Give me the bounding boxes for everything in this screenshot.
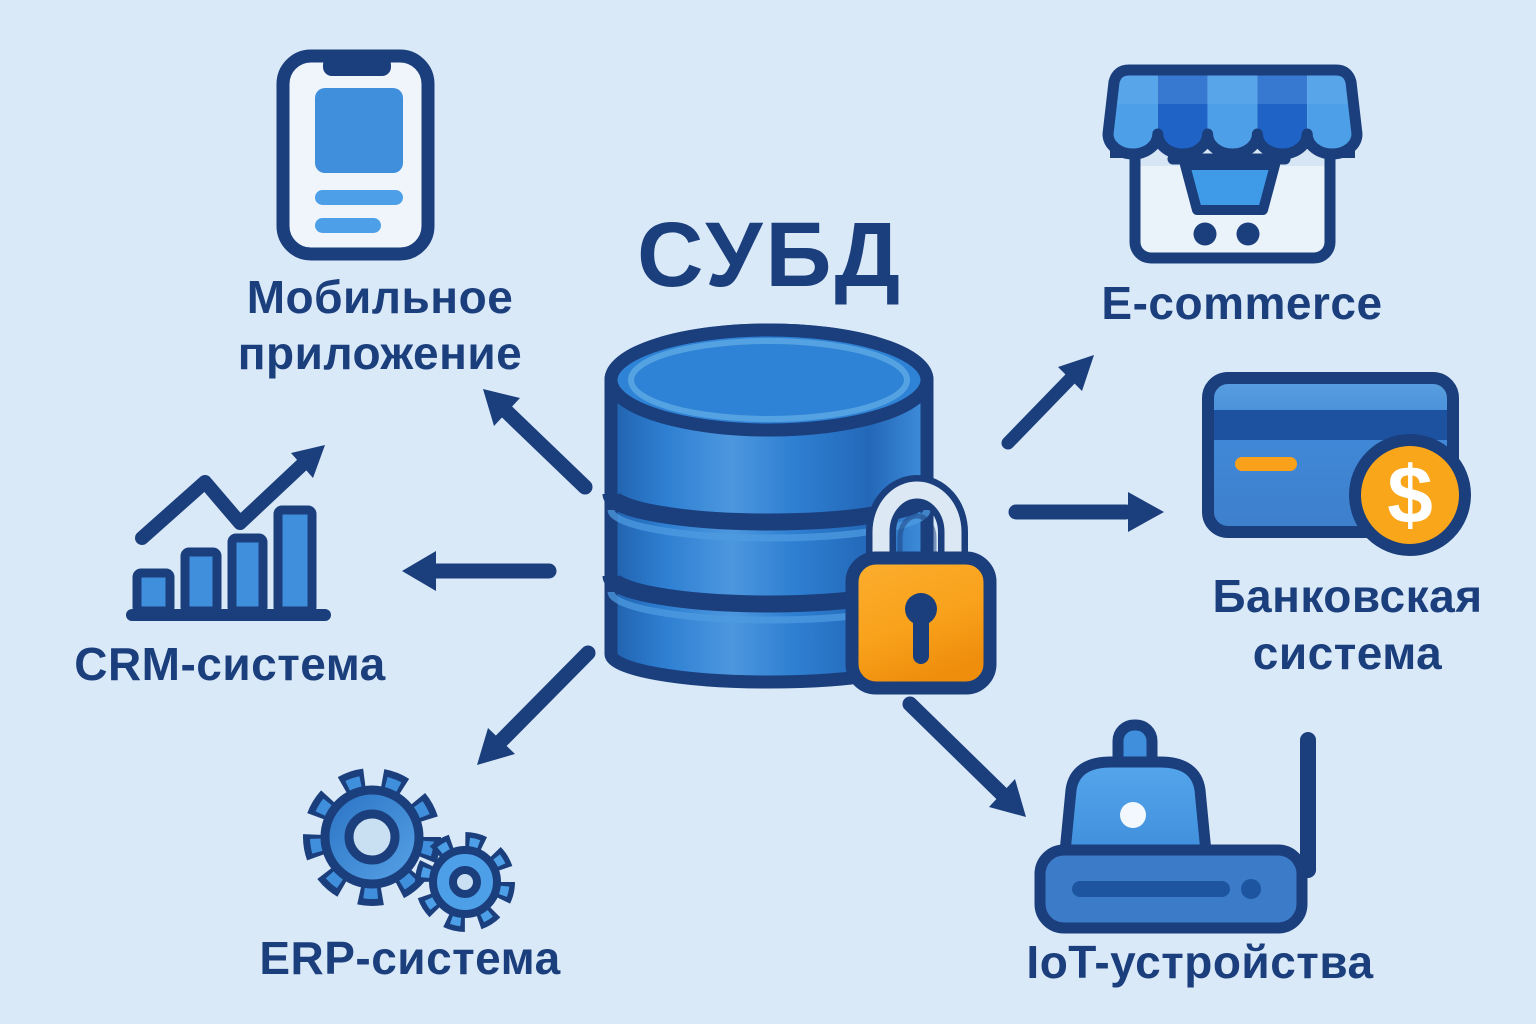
arrow-to-erp <box>477 645 596 765</box>
storefront-icon <box>1102 64 1363 264</box>
node-iot: IoT-устройства <box>995 718 1405 998</box>
arrow-to-mobile <box>483 389 593 495</box>
database-with-padlock-icon <box>602 323 997 695</box>
dollar-coin-icon: $ <box>1349 434 1471 556</box>
iot-device-icon <box>1034 719 1316 934</box>
arrow-to-ecommerce <box>1001 355 1094 450</box>
node-label-iot: IoT-устройства <box>1026 936 1374 988</box>
arrow-to-iot <box>902 696 1026 817</box>
dollar-sign: $ <box>1387 450 1433 541</box>
node-crm: CRM-система <box>30 420 430 690</box>
node-bank: $ Банковская система <box>1140 366 1536 679</box>
arrow-to-crm <box>402 551 557 591</box>
node-label-ecommerce: E-commerce <box>1101 277 1383 329</box>
gears-icon <box>303 768 515 932</box>
large-gear <box>303 768 441 906</box>
credit-card-dollar-icon: $ <box>1202 372 1471 556</box>
node-ecommerce: E-commerce <box>1042 60 1442 329</box>
node-label-crm: CRM-система <box>74 638 386 690</box>
node-label-bank: Банковская система <box>1212 570 1483 679</box>
arrow-to-bank <box>1008 492 1164 532</box>
small-gear <box>415 832 515 932</box>
node-label-mobile: Мобильное приложение <box>237 271 523 379</box>
smartphone-icon <box>276 49 435 261</box>
node-label-erp: ERP-система <box>259 932 561 984</box>
page-title: СУБД <box>636 204 904 306</box>
node-mobile: Мобильное приложение <box>180 45 580 390</box>
bar-chart-icon <box>126 445 331 621</box>
node-erp: ERP-система <box>210 762 610 984</box>
